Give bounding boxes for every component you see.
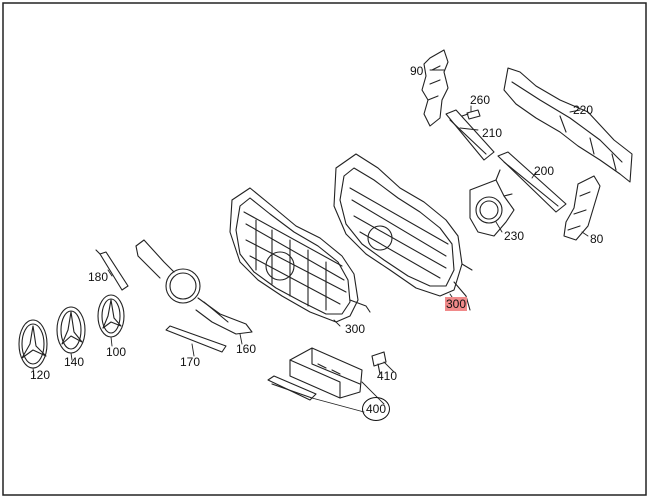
- part-140-emblem: [56, 306, 86, 354]
- part-410-screw: [371, 351, 387, 375]
- part-300-grille-lower: [229, 187, 371, 323]
- label-170: 170: [180, 355, 201, 369]
- part-120-emblem: [18, 319, 48, 369]
- label-80: 80: [590, 232, 604, 246]
- part-260-screw: [461, 109, 481, 120]
- label-120: 120: [30, 368, 51, 382]
- part-90-bracket: [421, 49, 449, 127]
- part-80-bracket: [563, 175, 601, 241]
- part-160-bar: [135, 239, 253, 335]
- part-170-strip: [165, 325, 227, 353]
- label-90: 90: [410, 64, 424, 78]
- part-200-strip: [497, 151, 567, 213]
- label-230: 230: [504, 229, 525, 243]
- label-300: 300: [345, 322, 366, 336]
- part-100-emblem: [97, 294, 125, 338]
- part-400-bracket: [289, 347, 363, 399]
- part-230-bracket: [469, 169, 515, 237]
- label-140: 140: [64, 355, 85, 369]
- label-100: 100: [106, 345, 127, 359]
- label-300-highlighted: 300: [445, 297, 468, 311]
- part-300-grille-upper: [333, 153, 473, 311]
- label-260: 260: [470, 93, 491, 107]
- part-220-bracket: [503, 67, 633, 183]
- label-210: 210: [482, 126, 503, 140]
- label-400: 400: [362, 397, 390, 421]
- label-160: 160: [236, 342, 257, 356]
- part-400-strip: [267, 375, 317, 401]
- part-210-strip: [445, 109, 495, 161]
- label-200: 200: [534, 164, 555, 178]
- part-180-clip: [95, 249, 129, 291]
- label-410: 410: [377, 369, 398, 383]
- label-180: 180: [88, 270, 109, 284]
- label-220: 220: [573, 103, 594, 117]
